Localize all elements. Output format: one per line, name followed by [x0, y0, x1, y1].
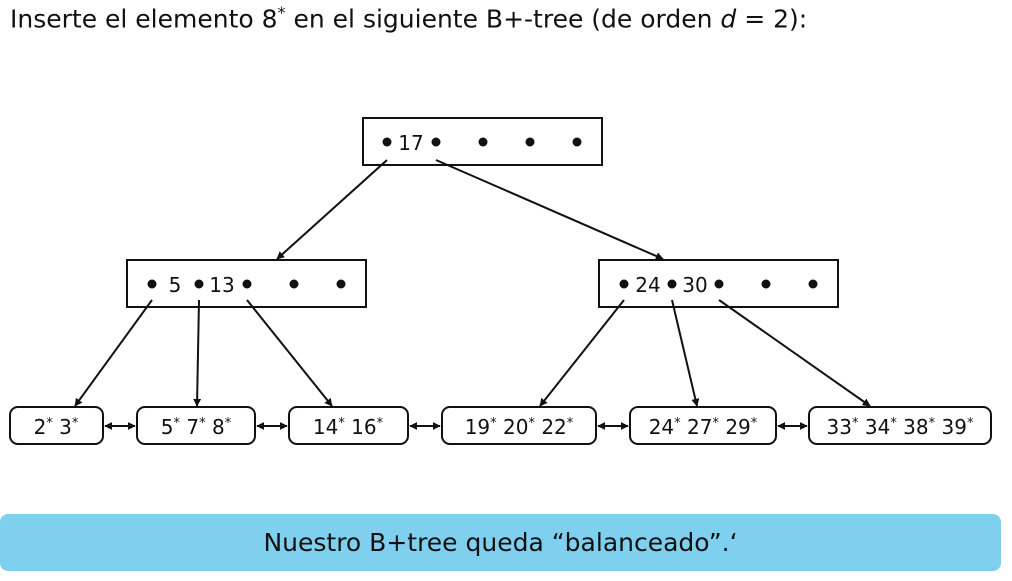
- leaf-node-2: 5* 7* 8*: [136, 406, 256, 445]
- leaf-key: 27: [681, 415, 713, 439]
- internal-left-key-1: 5: [169, 273, 182, 297]
- title-star: *: [277, 3, 286, 22]
- leaf-key: 2: [34, 415, 47, 439]
- leaf-key: 24: [649, 415, 674, 439]
- internal-right-key-2: 30: [682, 273, 707, 297]
- pointer-dot: [194, 279, 204, 289]
- leaf-key-star: *: [46, 416, 53, 431]
- leaf-key-star: *: [490, 416, 497, 431]
- leaf-key: 38: [897, 415, 929, 439]
- arrow-to-leaf-6: [718, 299, 871, 407]
- internal-node-right: 24 30: [598, 259, 839, 308]
- pointer-dot: [619, 279, 629, 289]
- leaf-1-keys: 2* 3*: [34, 415, 79, 439]
- root-key-1: 17: [398, 131, 423, 155]
- root-node: 17: [362, 117, 603, 166]
- leaf-key: 14: [313, 415, 338, 439]
- pointer-dot: [572, 137, 582, 147]
- leaf-key-star: *: [852, 416, 859, 431]
- title-prefix: Inserte el elemento 8: [10, 4, 278, 34]
- leaf-key-star: *: [712, 416, 719, 431]
- title-suffix: = 2):: [736, 4, 808, 34]
- leaf-key-star: *: [174, 416, 181, 431]
- conclusion-banner: Nuestro B+tree queda “balanceado”.‘: [0, 514, 1001, 571]
- leaf-key-star: *: [377, 416, 384, 431]
- leaf-node-6: 33* 34* 38* 39*: [808, 406, 992, 445]
- leaf-6-keys: 33* 34* 38* 39*: [827, 415, 974, 439]
- title-middle: en el siguiente B+-tree (de orden: [285, 4, 721, 34]
- leaf-key: 16: [345, 415, 377, 439]
- pointer-dot: [289, 279, 299, 289]
- leaf-2-keys: 5* 7* 8*: [161, 415, 232, 439]
- leaf-key: 29: [719, 415, 751, 439]
- leaf-key-star: *: [338, 416, 345, 431]
- internal-left-key-2: 13: [209, 273, 234, 297]
- pointer-dot: [714, 279, 724, 289]
- leaf-key: 33: [827, 415, 852, 439]
- leaf-key: 34: [859, 415, 891, 439]
- arrow-to-leaf-5: [671, 299, 700, 407]
- pointer-arrows: [74, 159, 871, 407]
- leaf-5-keys: 24* 27* 29*: [649, 415, 758, 439]
- leaf-key-star: *: [890, 416, 897, 431]
- question-title: Inserte el elemento 8* en el siguiente B…: [10, 3, 807, 33]
- arrow-root-to-left: [276, 159, 388, 260]
- leaf-node-5: 24* 27* 29*: [629, 406, 777, 445]
- pointer-dot: [667, 279, 677, 289]
- leaf-node-4: 19* 20* 22*: [441, 406, 597, 445]
- pointer-dot: [336, 279, 346, 289]
- arrow-to-leaf-1: [74, 299, 153, 407]
- bplus-tree-diagram: 17 5 13 24 30 2* 3* 5* 7* 8* 14* 16: [9, 117, 992, 445]
- leaf-key-star: *: [72, 416, 79, 431]
- leaf-key-star: *: [967, 416, 974, 431]
- leaf-key: 22: [535, 415, 567, 439]
- leaf-key-star: *: [225, 416, 232, 431]
- leaf-key: 5: [161, 415, 174, 439]
- pointer-dot: [478, 137, 488, 147]
- leaf-key-star: *: [528, 416, 535, 431]
- pointer-dot: [525, 137, 535, 147]
- internal-right-key-1: 24: [635, 273, 660, 297]
- pointer-dot: [431, 137, 441, 147]
- pointer-dot: [808, 279, 818, 289]
- leaf-key-star: *: [674, 416, 681, 431]
- pointer-dot: [382, 137, 392, 147]
- pointer-dot: [242, 279, 252, 289]
- arrow-to-leaf-4: [539, 299, 625, 407]
- leaf-node-1: 2* 3*: [9, 406, 104, 445]
- leaf-key: 8: [206, 415, 225, 439]
- internal-node-left: 5 13: [126, 259, 367, 308]
- leaf-3-keys: 14* 16*: [313, 415, 384, 439]
- leaf-key: 3: [53, 415, 72, 439]
- leaf-key: 20: [497, 415, 529, 439]
- arrow-to-leaf-3: [246, 299, 333, 407]
- leaf-4-keys: 19* 20* 22*: [465, 415, 574, 439]
- leaf-key: 19: [465, 415, 490, 439]
- leaf-key: 7: [180, 415, 199, 439]
- pointer-dot: [761, 279, 771, 289]
- leaf-key-star: *: [567, 416, 574, 431]
- title-variable: d: [720, 4, 737, 34]
- arrow-root-to-right: [435, 159, 664, 260]
- leaf-key-star: *: [199, 416, 206, 431]
- conclusion-text: Nuestro B+tree queda “balanceado”.‘: [263, 528, 738, 557]
- leaf-key-star: *: [929, 416, 936, 431]
- arrow-to-leaf-2: [193, 299, 202, 407]
- pointer-dot: [147, 279, 157, 289]
- leaf-key: 39: [935, 415, 967, 439]
- leaf-key-star: *: [751, 416, 758, 431]
- leaf-node-3: 14* 16*: [288, 406, 409, 445]
